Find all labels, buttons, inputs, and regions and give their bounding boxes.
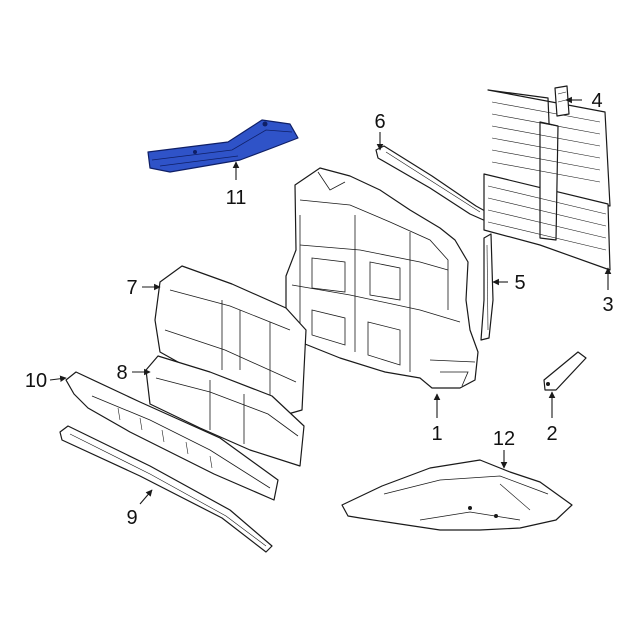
callout-10: 10: [25, 370, 47, 392]
part-4-shutter-actuator[interactable]: [554, 85, 570, 117]
leader-lines: [49, 96, 612, 505]
callout-6: 6: [374, 111, 385, 133]
callout-12: 12: [493, 428, 515, 450]
part-10-deflector[interactable]: [65, 371, 279, 501]
part-11-upper-tie-bar[interactable]: [147, 119, 299, 173]
callout-8: 8: [116, 362, 127, 384]
part-8-lower-air-guide[interactable]: [145, 355, 305, 467]
callout-5: 5: [514, 272, 525, 294]
part-2-bracket[interactable]: [543, 351, 587, 391]
part-3-grille-shutter[interactable]: [483, 89, 611, 271]
part-7-air-guide[interactable]: [154, 265, 307, 415]
callout-1: 1: [431, 423, 442, 445]
callout-2: 2: [546, 423, 557, 445]
part-1-radiator-support[interactable]: [285, 167, 479, 389]
callout-labels: 11 6 4 5 3 7 8 10 9 1 2 12: [25, 90, 614, 529]
callout-4: 4: [591, 90, 602, 112]
part-5-side-deflector[interactable]: [480, 233, 494, 341]
callout-3: 3: [602, 294, 613, 316]
callout-9: 9: [126, 507, 137, 529]
callout-7: 7: [126, 277, 137, 299]
callout-11: 11: [226, 187, 247, 209]
part-9-lower-seal[interactable]: [59, 425, 273, 553]
part-12-splash-shield[interactable]: [341, 459, 573, 531]
